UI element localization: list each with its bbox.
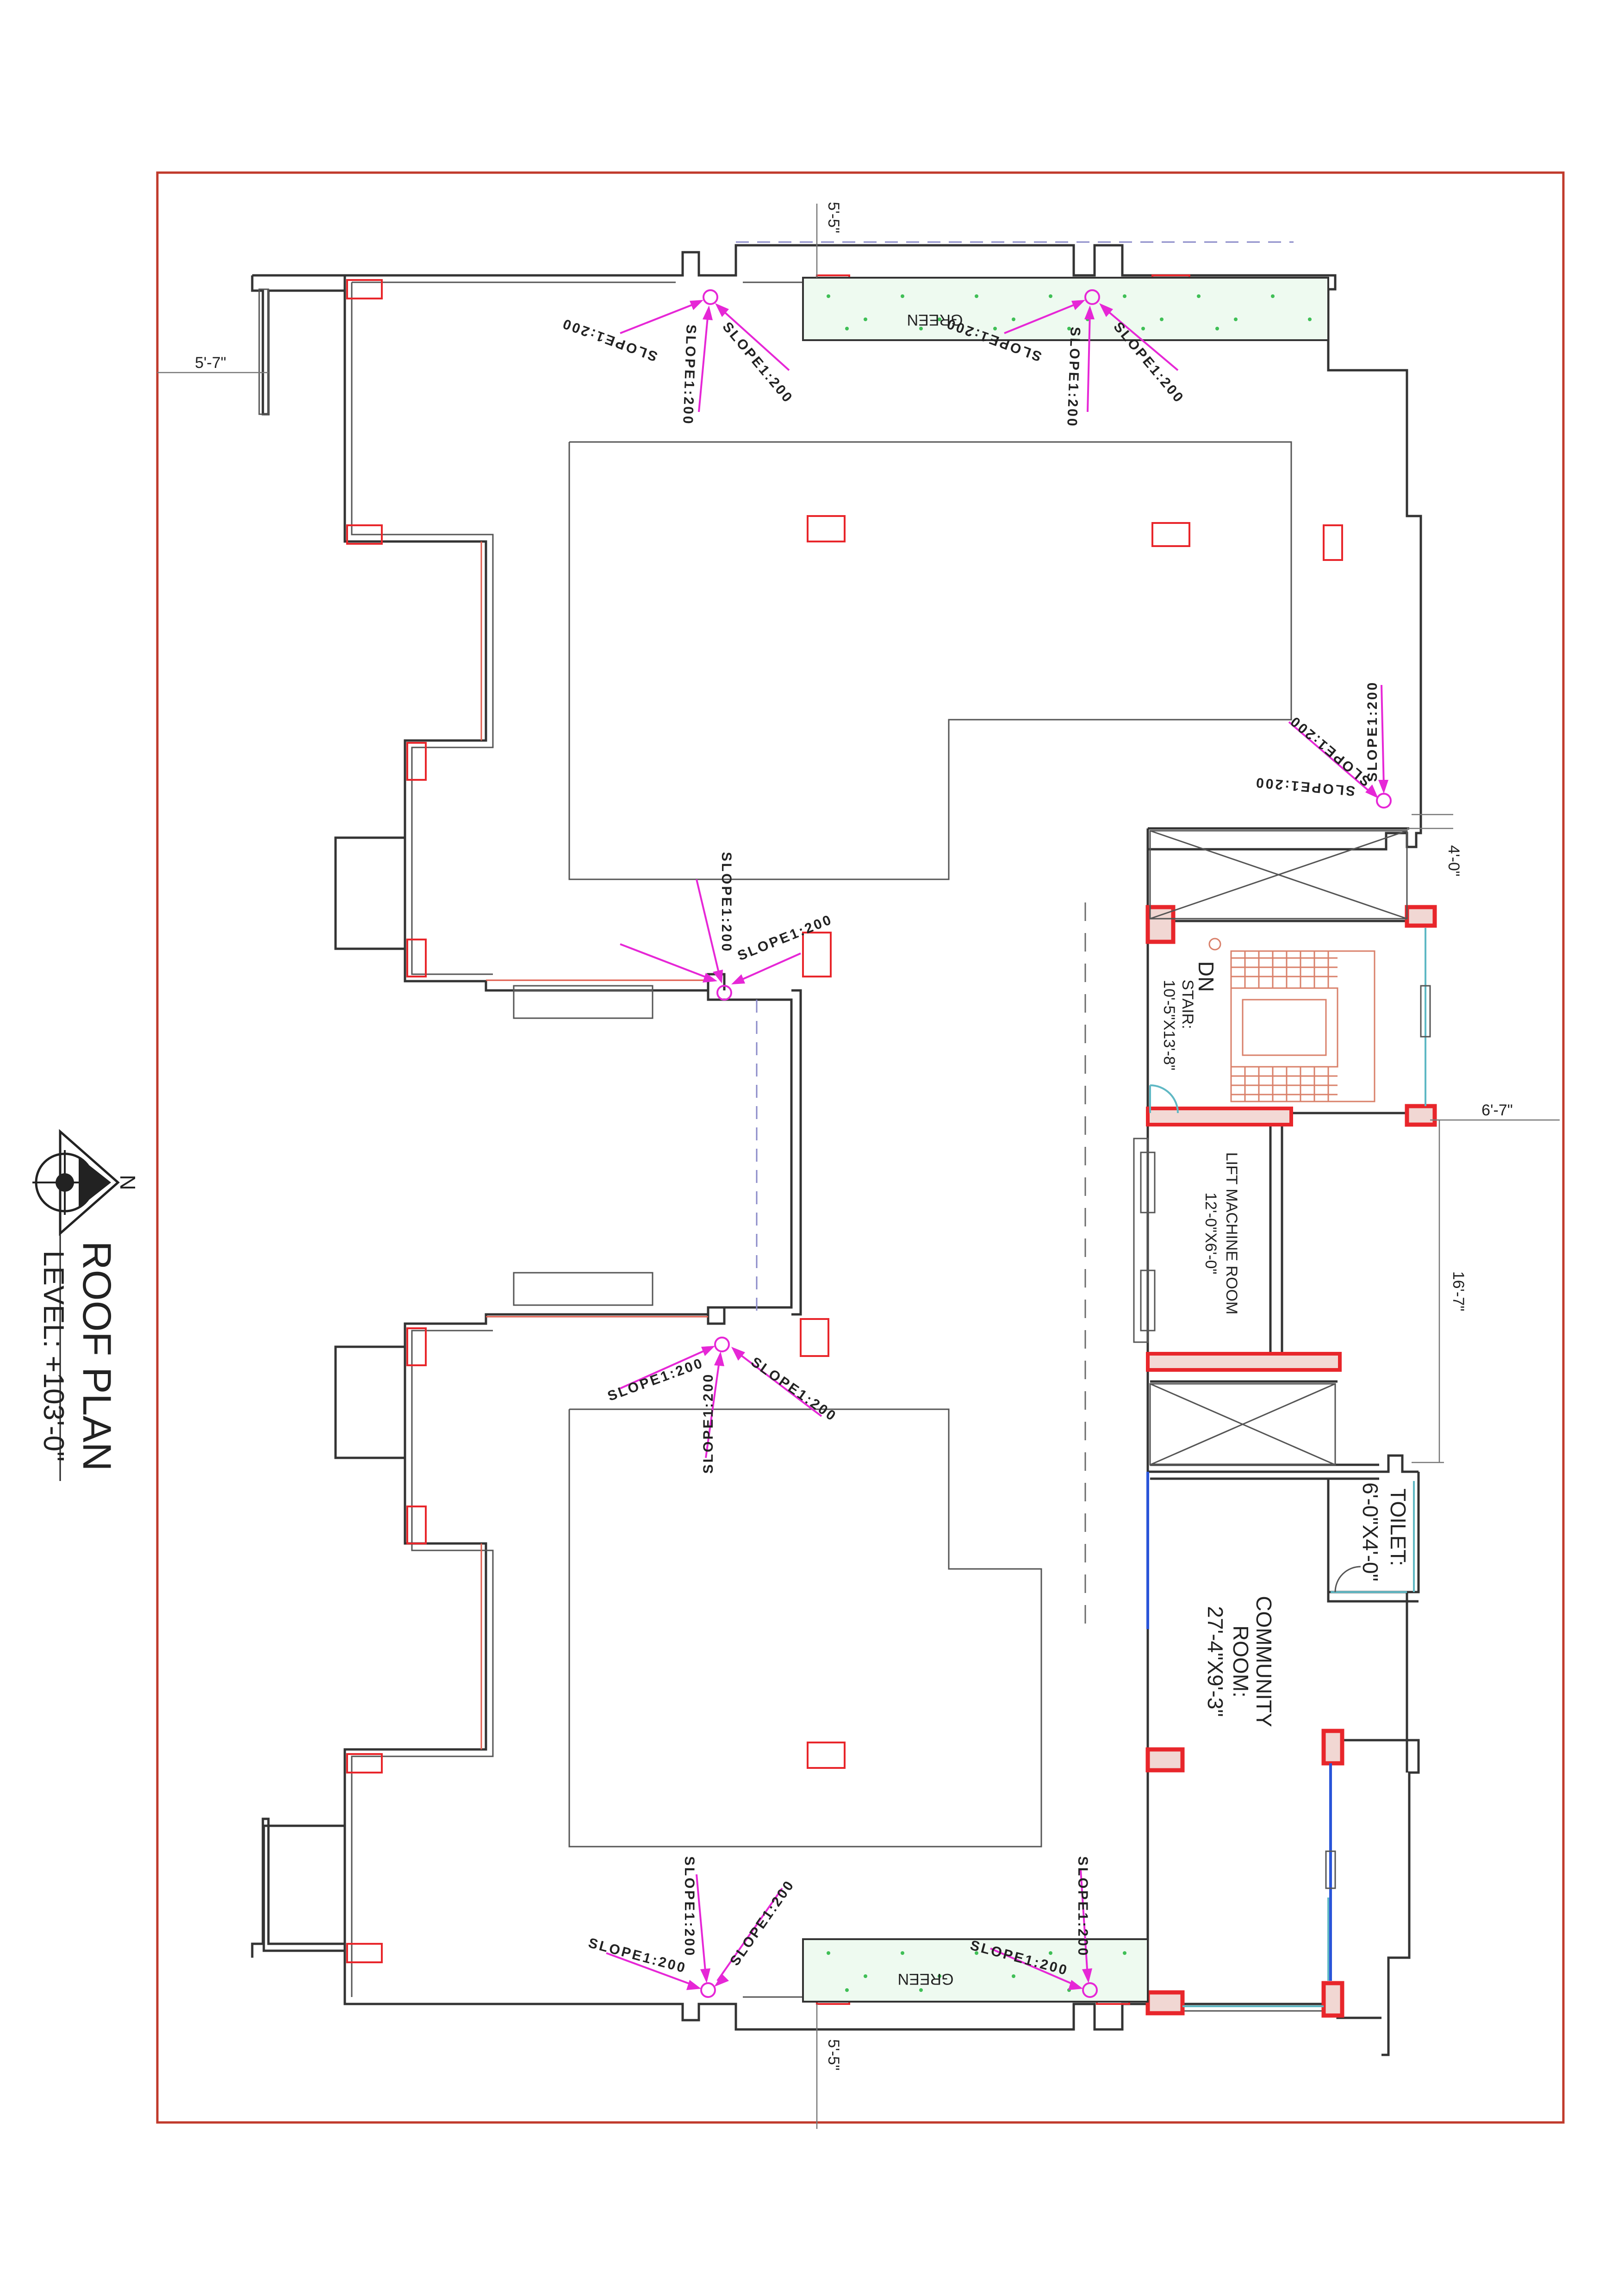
green-label-top: GREEN [907, 311, 963, 329]
staircase [1149, 938, 1431, 1114]
north-label: N [116, 1175, 140, 1190]
dim-bottom: 5'-5" [825, 2039, 842, 2071]
room-labels: DN STAIR: 10'-5"X13'-8" LIFT MACHINE ROO… [1160, 961, 1410, 1727]
sheet-border [156, 171, 1565, 2124]
dim-lift-side: 6'-7" [1481, 1101, 1513, 1119]
slope-label: SLOPE1:200 [719, 852, 734, 953]
upper-court-outline [568, 441, 1292, 880]
slope-label: SLOPE1:200 [727, 1877, 797, 1969]
toilet-name: TOILET: [1386, 1488, 1410, 1566]
toilet-door-swing [1334, 1566, 1361, 1593]
slope-label: SLOPE1:200 [719, 319, 796, 407]
columns [1145, 905, 1437, 2018]
slope-label: SLOPE1:200 [680, 324, 699, 426]
roof-drains [700, 289, 1392, 1998]
slope-arrows [606, 300, 1388, 1990]
dashed-lines [513, 241, 1294, 1624]
community-room-name2: ROOM: [1229, 1625, 1253, 1698]
dim-left: 5'-7" [195, 354, 226, 372]
dim-lift-top: 4'-0" [1445, 845, 1462, 877]
dim-lift-depth: 16'-7" [1450, 1271, 1467, 1312]
slope-label: SLOPE1:200 [1254, 775, 1356, 799]
slope-label: SLOPE1:200 [1365, 681, 1380, 782]
north-arrow-icon [32, 1129, 120, 1236]
plan-level: LEVEL: +103'-0" [37, 1251, 69, 1462]
lift-room-name: LIFT MACHINE ROOM [1223, 1152, 1240, 1315]
openings [346, 274, 1343, 2005]
slope-label: SLOPE1:200 [682, 1856, 697, 1957]
lower-court-outline [568, 1408, 1042, 1848]
slope-label: SLOPE1:200 [1287, 712, 1374, 789]
community-room-name: COMMUNITY [1252, 1596, 1276, 1727]
slope-label: SLOPE1:200 [1064, 327, 1083, 428]
title-block: N ROOF PLAN LEVEL: +103'-0" [32, 1129, 140, 1481]
green-label-bottom: GREEN [898, 1970, 954, 1988]
stair-dn-label: DN [1194, 961, 1218, 992]
slope-label: SLOPE1:200 [735, 912, 835, 964]
slope-label: SLOPE1:200 [701, 1373, 716, 1474]
dimensions: 5'-5" 5'-5" 5'-7" 4'-0" 6'-7" 16'-7" [157, 202, 1560, 2129]
toilet-size: 6'-0"X4'-0" [1358, 1482, 1382, 1581]
balcony-rails [480, 541, 708, 1749]
slope-label: SLOPE1:200 [1075, 1856, 1090, 1957]
slope-label: SLOPE1:200 [559, 315, 660, 364]
slope-labels: SLOPE1:200 SLOPE1:200 SLOPE1:200 SLOPE1:… [559, 315, 1380, 1979]
dim-top: 5'-5" [825, 202, 842, 233]
slope-label: SLOPE1:200 [748, 1354, 840, 1425]
lift-room-size: 12'-0"X6'-0" [1202, 1193, 1220, 1275]
stair-name-label: STAIR: [1179, 979, 1196, 1029]
slope-label: SLOPE1:200 [605, 1355, 706, 1404]
lift-shafts [1149, 830, 1408, 1466]
stair-size-label: 10'-5"X13'-8" [1160, 980, 1178, 1070]
windows [1133, 928, 1431, 2007]
plan-title: ROOF PLAN [75, 1241, 119, 1471]
slope-label: SLOPE1:200 [587, 1935, 689, 1976]
community-room-size: 27'-4"X9'-3" [1203, 1606, 1227, 1717]
